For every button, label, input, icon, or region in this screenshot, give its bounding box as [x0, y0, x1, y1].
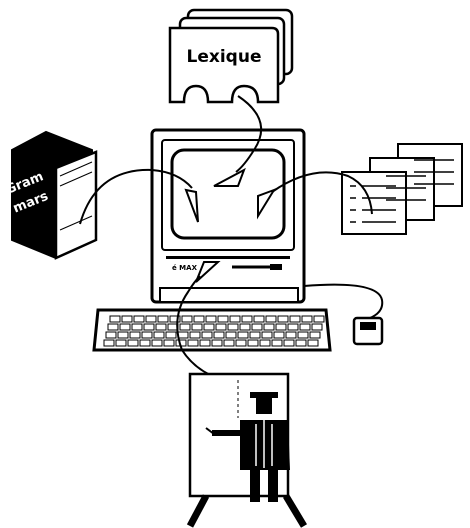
keyboard-key: [224, 340, 234, 346]
keyboard: [94, 310, 330, 350]
keyboard-key: [178, 332, 188, 338]
keyboard-key: [264, 324, 274, 330]
computer-badge: é MAX: [172, 264, 198, 272]
keyboard-key: [312, 324, 322, 330]
keyboard-key: [202, 332, 212, 338]
keyboard-key: [242, 316, 252, 322]
keyboard-key: [314, 316, 324, 322]
keyboard-key: [216, 324, 226, 330]
lexicon-label: Lexique: [187, 47, 262, 67]
keyboard-key: [206, 316, 216, 322]
teacher-leg-right: [268, 470, 278, 502]
keyboard-key: [308, 340, 318, 346]
mouse-body: [354, 318, 382, 344]
keyboard-key: [298, 332, 308, 338]
keyboard-key: [190, 332, 200, 338]
keyboard-key: [120, 324, 130, 330]
keyboard-key: [140, 340, 150, 346]
computer-base: [160, 288, 298, 302]
keyboard-key: [146, 316, 156, 322]
keyboard-key: [144, 324, 154, 330]
keyboard-key: [108, 324, 118, 330]
keyboard-key: [272, 340, 282, 346]
keyboard-key: [128, 340, 138, 346]
keyboard-key: [158, 316, 168, 322]
teacher-scene: [190, 374, 304, 526]
keyboard-key: [286, 332, 296, 338]
teacher-head: [256, 398, 272, 414]
keyboard-key: [228, 324, 238, 330]
computer: é MAX: [152, 130, 304, 302]
keyboard-key: [204, 324, 214, 330]
keyboard-key: [132, 324, 142, 330]
keyboard-key: [116, 340, 126, 346]
keyboard-key: [180, 324, 190, 330]
keyboard-key: [106, 332, 116, 338]
keyboard-key: [276, 324, 286, 330]
keyboard-key: [200, 340, 210, 346]
keyboard-key: [236, 340, 246, 346]
easel-legs: [190, 496, 304, 526]
keyboard-key: [226, 332, 236, 338]
keyboard-key: [152, 340, 162, 346]
keyboard-key: [290, 316, 300, 322]
keyboard-key: [300, 324, 310, 330]
grammar-book: Gram mars: [4, 132, 96, 258]
teacher-leg-left: [250, 470, 260, 502]
document-front: [342, 172, 406, 234]
keyboard-key: [230, 316, 240, 322]
keyboard-key: [252, 324, 262, 330]
keyboard-key: [214, 332, 224, 338]
keyboard-key: [238, 332, 248, 338]
mortarboard: [250, 392, 278, 398]
keyboard-key: [194, 316, 204, 322]
keyboard-key: [240, 324, 250, 330]
keyboard-key: [284, 340, 294, 346]
lexicon-stack: Lexique: [170, 10, 292, 102]
keyboard-key: [218, 316, 228, 322]
document-stack: [342, 144, 462, 234]
keyboard-key: [166, 332, 176, 338]
keyboard-key: [104, 340, 114, 346]
keyboard-key: [278, 316, 288, 322]
keyboard-key: [110, 316, 120, 322]
keyboard-key: [164, 340, 174, 346]
keyboard-key: [288, 324, 298, 330]
keyboard-key: [130, 332, 140, 338]
keyboard-key: [296, 340, 306, 346]
keyboard-key: [248, 340, 258, 346]
keyboard-key: [156, 324, 166, 330]
keyboard-key: [302, 316, 312, 322]
keyboard-key: [154, 332, 164, 338]
keyboard-key: [212, 340, 222, 346]
keyboard-key: [188, 340, 198, 346]
mouse-button: [360, 322, 376, 330]
keyboard-key: [266, 316, 276, 322]
keyboard-key: [192, 324, 202, 330]
keyboard-key: [254, 316, 264, 322]
keyboard-key: [310, 332, 320, 338]
keyboard-key: [260, 340, 270, 346]
keyboard-key: [134, 316, 144, 322]
teacher-arm: [212, 430, 242, 436]
book-pages: [56, 152, 96, 258]
keyboard-key: [262, 332, 272, 338]
keyboard-key: [250, 332, 260, 338]
keyboard-key: [142, 332, 152, 338]
teacher-robe: [240, 420, 290, 470]
keyboard-key: [118, 332, 128, 338]
keyboard-key: [182, 316, 192, 322]
keyboard-key: [274, 332, 284, 338]
keyboard-key: [122, 316, 132, 322]
